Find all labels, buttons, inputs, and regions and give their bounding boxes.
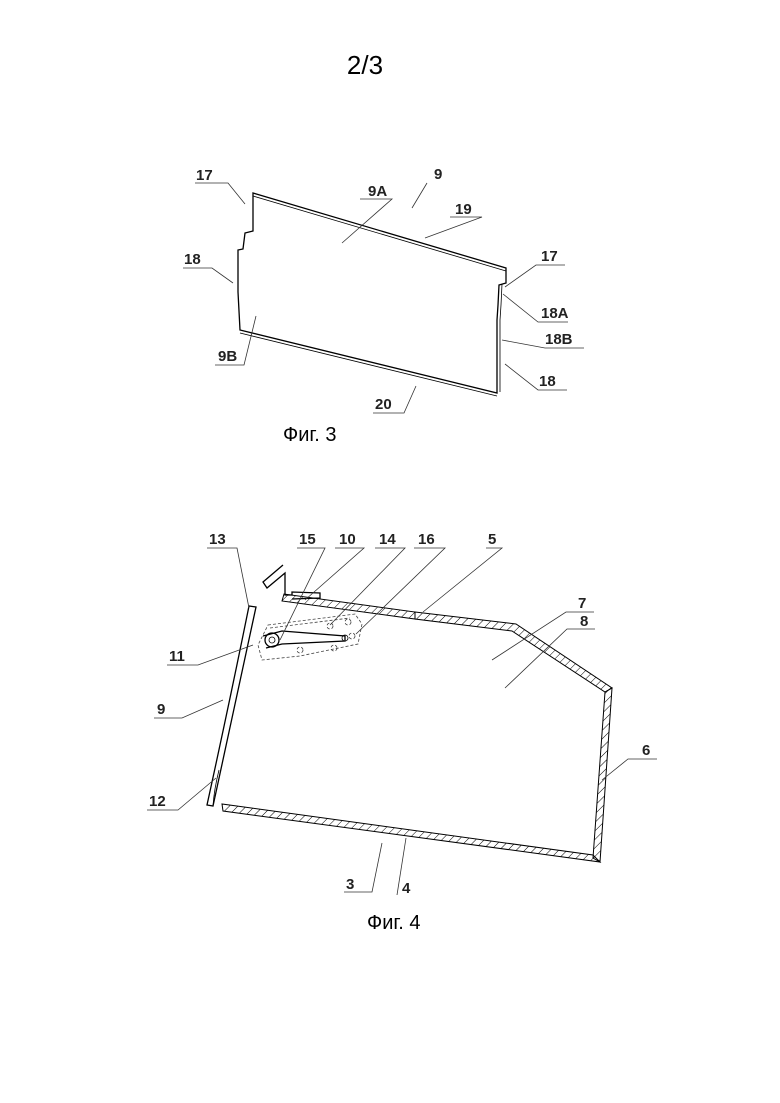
fig4-label-15: 15	[299, 531, 316, 548]
fig4-leader-8	[505, 629, 595, 688]
fig4-leader-7	[492, 612, 594, 660]
fig4-label-7: 7	[578, 595, 586, 612]
fig3-right-edge	[500, 284, 502, 392]
fig4-label-14: 14	[379, 531, 396, 548]
fig4-label-10: 10	[339, 531, 356, 548]
fig4-label-5: 5	[488, 531, 496, 548]
fig3-leader-19	[425, 217, 482, 238]
fig3-label-18A: 18A	[541, 305, 569, 322]
fig4-label-13: 13	[209, 531, 226, 548]
fig4-label-16: 16	[418, 531, 435, 548]
fig3-label-18a: 18	[184, 251, 201, 268]
fig4-mechanism-housing	[258, 614, 362, 660]
fig3-label-18b: 18	[539, 373, 556, 390]
fig4-pivot-center	[269, 637, 275, 643]
figure-4: 13 15 10 14 16 5 7 8 11 9 6 12 3 4	[147, 531, 657, 897]
fig3-label-9A: 9A	[368, 183, 387, 200]
fig4-label-6: 6	[642, 742, 650, 759]
fig4-leader-6	[602, 759, 657, 780]
fig4-leader-10	[305, 548, 364, 600]
fig3-label-17a: 17	[196, 167, 213, 184]
fig3-leader-17a	[195, 183, 245, 204]
figure-4-caption: Фиг. 4	[367, 912, 420, 935]
fig4-leader-13	[207, 548, 249, 608]
figure-3-caption: Фиг. 3	[283, 424, 336, 447]
fig3-bottom-edge	[240, 333, 497, 396]
fig3-label-17b: 17	[541, 248, 558, 265]
fig4-right-wall	[593, 688, 612, 862]
fig4-bottom-wall	[222, 804, 600, 862]
fig3-leader-9	[412, 183, 427, 208]
figure-3: 17 9 9A 19 18 17 18A 18B 9B 18 20	[183, 166, 584, 413]
fig4-label-3: 3	[346, 876, 354, 893]
fig4-label-11: 11	[169, 648, 185, 665]
fig4-label-9: 9	[157, 701, 165, 718]
fig3-label-20: 20	[375, 396, 392, 413]
fig4-hole-2	[345, 619, 351, 625]
fig3-label-9B: 9B	[218, 348, 237, 365]
fig4-hole-5	[297, 647, 303, 653]
fig3-leader-18a	[183, 268, 233, 283]
fig4-label-8: 8	[580, 613, 588, 630]
fig4-hole-4	[331, 645, 337, 651]
fig3-leader-17b	[505, 265, 565, 287]
fig4-hole-1	[327, 623, 333, 629]
fig3-label-19: 19	[455, 201, 472, 218]
fig4-label-12: 12	[149, 793, 166, 810]
fig4-hole-3	[349, 633, 355, 639]
fig4-curved-panel	[207, 606, 256, 806]
fig3-leader-18b	[505, 364, 567, 390]
fig3-label-9: 9	[434, 166, 442, 183]
fig4-label-4: 4	[402, 880, 411, 897]
fig3-label-18B: 18B	[545, 331, 573, 348]
